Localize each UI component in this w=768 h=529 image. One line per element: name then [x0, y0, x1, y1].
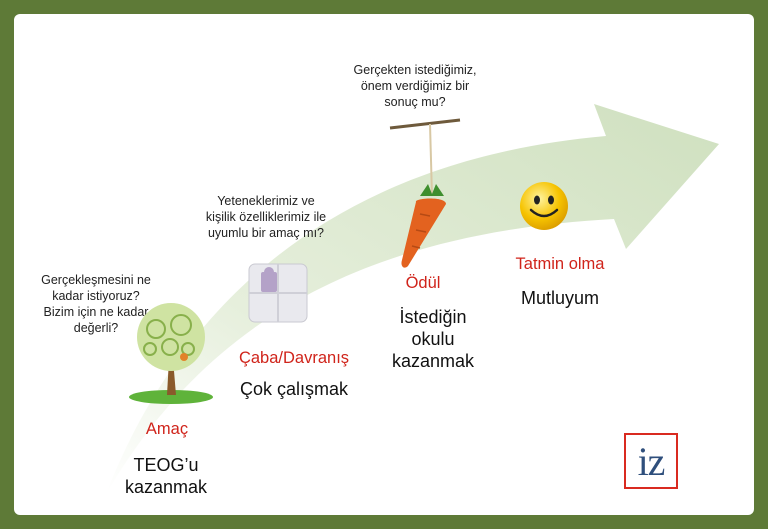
iz-logo: iz: [624, 433, 678, 489]
stage-desc-tatmin: Mutluyum: [520, 288, 600, 308]
tree-icon: [129, 303, 213, 404]
carrot-on-stick-icon: [389, 118, 461, 268]
smiley-icon: [520, 182, 568, 230]
stage-label-caba: Çaba/Davranış: [238, 349, 350, 367]
question-caba: Yeteneklerimiz ve kişilik özelliklerimiz…: [205, 194, 327, 240]
puzzle-icon: [248, 263, 308, 323]
stage-desc-amac: TEOG’u kazanmak: [124, 455, 208, 497]
slide: Gerçekleşmesini ne kadar istiyoruz? Bizi…: [14, 14, 754, 515]
stage-label-tatmin: Tatmin olma: [515, 255, 605, 273]
stage-label-odul: Ödül: [405, 274, 441, 292]
stage-desc-caba: Çok çalışmak: [239, 379, 349, 399]
question-amac: Gerçekleşmesini ne kadar istiyoruz? Bizi…: [41, 273, 151, 335]
stage-desc-odul: İstediğin okulu kazanmak: [391, 307, 475, 371]
stage-label-amac: Amaç: [145, 420, 189, 438]
question-odul: Gerçekten istediğimiz, önem verdiğimiz b…: [353, 63, 477, 109]
